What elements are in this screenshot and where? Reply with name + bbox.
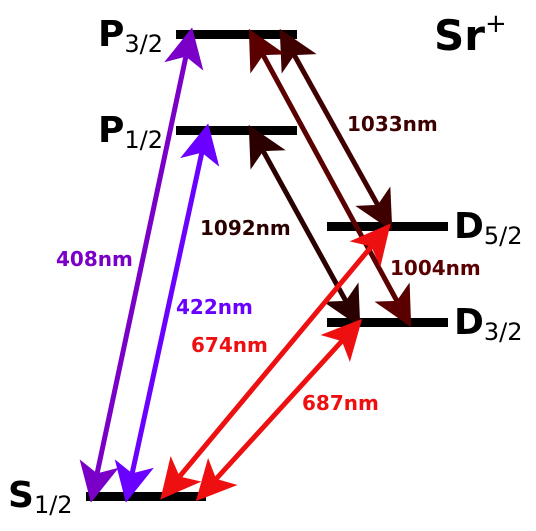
wavelength-label-674: 674nm (191, 333, 268, 357)
wavelength-label-408: 408nm (56, 247, 133, 271)
level-label-s12: S1/2 (8, 475, 73, 519)
level-bar-p12 (176, 126, 297, 135)
transition-arrow-674 (160, 223, 391, 500)
wavelength-label-1004: 1004nm (390, 256, 481, 280)
ion-label: Sr+ (434, 9, 507, 60)
transition-arrow-687 (195, 318, 363, 502)
level-label-p12: P1/2 (98, 110, 163, 154)
level-bar-d52 (327, 222, 448, 231)
wavelength-label-687: 687nm (302, 391, 379, 415)
wavelength-label-1092: 1092nm (200, 216, 291, 240)
wavelength-label-1033: 1033nm (347, 112, 438, 136)
level-label-d32: D3/2 (454, 302, 523, 346)
level-bar-p32 (176, 30, 297, 39)
level-label-d52: D5/2 (454, 206, 523, 250)
wavelength-label-422: 422nm (176, 295, 253, 319)
level-bar-d32 (327, 318, 448, 327)
level-bar-s12 (86, 492, 206, 501)
level-label-p32: P3/2 (98, 14, 163, 58)
